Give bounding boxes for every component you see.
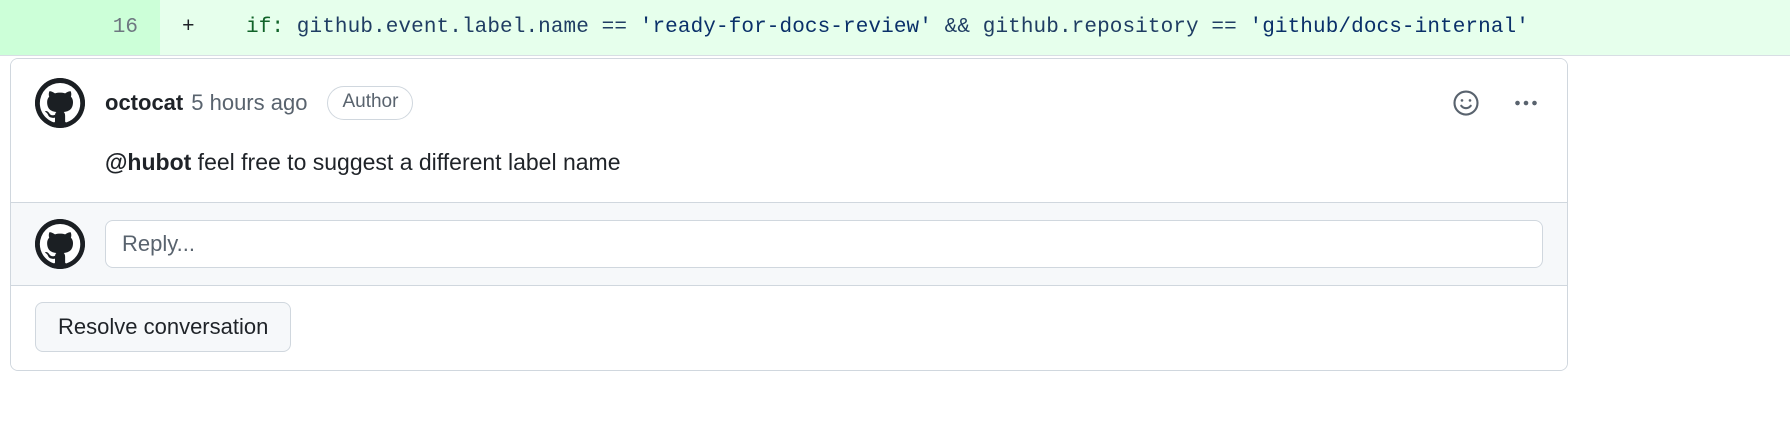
kebab-menu-icon[interactable] [1509,86,1543,120]
comment-body-text: @hubot feel free to suggest a different … [105,145,1543,180]
smiley-icon[interactable] [1449,86,1483,120]
diff-code-content: if: github.event.label.name == 'ready-fo… [208,16,1529,39]
thread-footer: Resolve conversation [11,284,1567,370]
diff-line-number: 16 [0,0,160,55]
code-token-eq1: == [601,16,628,39]
resolve-conversation-button[interactable]: Resolve conversation [35,301,292,352]
code-token-expr-left: github.event.label.name [284,16,602,39]
reply-input[interactable] [105,219,1543,268]
comment-header: octocat 5 hours ago Author [35,77,1543,129]
code-token-keyword: if: [246,16,285,39]
code-token-string1: 'ready-for-docs-review' [627,16,945,39]
reply-row [11,201,1567,285]
user-mention[interactable]: @hubot [105,149,192,175]
comment-author[interactable]: octocat [105,90,184,115]
code-token-string2: 'github/docs-internal' [1236,16,1529,39]
comment-timestamp[interactable]: 5 hours ago [191,90,308,115]
code-token-eq2: == [1211,16,1237,39]
author-badge: Author [327,86,414,120]
review-comment-thread: octocat 5 hours ago Author [10,58,1568,371]
diff-add-marker: + [182,16,195,39]
code-token-and: && [944,16,971,39]
diff-line-added: 16 + if: github.event.label.name == 'rea… [0,0,1790,56]
code-token-expr-right: github.repository [970,16,1212,39]
comment-header-actions [1449,86,1543,120]
comment-body-rest: feel free to suggest a different label n… [191,149,621,175]
comment-block: octocat 5 hours ago Author [11,59,1567,202]
octocat-avatar[interactable] [35,78,85,128]
viewer-avatar[interactable] [35,218,85,269]
